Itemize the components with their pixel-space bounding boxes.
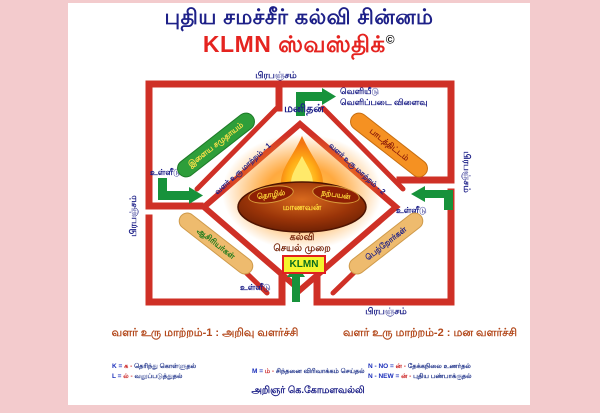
education-label: கல்வி (289, 232, 315, 243)
input-arrow-right (411, 186, 453, 210)
student-label: மாணவன் (282, 202, 322, 212)
legend-l-code: ல் - (123, 373, 133, 380)
legend-item-n-new: N - NEW = ன் - புதிய பண்பாக்குதல் (368, 372, 472, 382)
output-arrow-top (296, 88, 336, 116)
page-subtitle: KLMN ஸ்வஸ்திக்© (68, 31, 530, 61)
universe-label-top: பிரபஞ்சம் (255, 70, 297, 80)
legend-k-desc: தெரிந்து கொள்ளுதல் (134, 363, 197, 370)
input-label-bottom: உள்ளீடு (240, 282, 271, 292)
methodology-label: செயல் முறை (273, 243, 331, 254)
legend-l-letter: L = (112, 373, 122, 380)
author-credit: அறிஞர் கெ.கோமளவல்லி (251, 385, 365, 396)
legend-column-kl: K = க - தெரிந்து கொள்ளுதல் L = ல் - வலுப… (112, 362, 196, 382)
page-title: புதிய சமச்சீர் கல்வி சின்னம் (164, 6, 434, 29)
legend-nnew-letter: N - NEW = (368, 373, 400, 380)
legend-l-desc: வலுப்படுத்துதல் (134, 373, 183, 380)
red-frame-top-right-arm (279, 80, 455, 184)
legend-nno-letter: N - NO = (368, 363, 394, 370)
input-label-left: உள்ளீடு (150, 167, 181, 177)
legend-column-n: N - NO = ன் - தேக்கநிலை உணர்தல் N - NEW … (368, 362, 472, 382)
legend-item-k: K = க - தெரிந்து கொள்ளுதல் (112, 362, 196, 372)
diagonal-top-right (320, 105, 406, 192)
legend-k-letter: K = (112, 363, 123, 370)
legend-m-desc: சிந்தனை விரிவாக்கம் செய்தல் (275, 368, 365, 375)
legend-m-letter: M = (252, 368, 264, 375)
legend-k-code: க - (124, 363, 133, 370)
legend-nno-code: ன் - (395, 363, 406, 370)
universe-label-bottom: பிரபஞ்சம் (365, 306, 407, 316)
human-label: மனிதன் (284, 103, 324, 115)
legend-item-n-no: N - NO = ன் - தேக்கநிலை உணர்தல் (368, 362, 472, 372)
legend-item-l: L = ல் - வலுப்படுத்துதல் (112, 372, 196, 382)
output-label-line1: வெளியீடு (340, 86, 380, 96)
caption-transformation-1: வளர் உரு மாற்றம்-1 : அறிவு வளர்ச்சி (111, 327, 299, 339)
universe-label-left: பிரபஞ்சம் (128, 195, 138, 237)
input-label-right: உள்ளீடு (396, 205, 427, 215)
legend-item-m: M = ம் - சிந்தனை விரிவாக்கம் செய்தல் (252, 367, 365, 377)
red-frame-top-left-arm (145, 80, 283, 210)
caption-transformation-2: வளர் உரு மாற்றம்-2 : மன வளர்ச்சி (343, 327, 517, 339)
red-frame-bottom-left-arm (145, 214, 286, 306)
legend-nnew-code: ன் - (401, 373, 412, 380)
copyright-mark: © (385, 32, 396, 47)
red-frame-bottom-right-arm (313, 188, 455, 306)
universe-label-right: பிரபஞ்சம் (462, 151, 472, 193)
subtitle-text: KLMN ஸ்வஸ்திக் (202, 31, 386, 57)
legend-nno-desc: தேக்கநிலை உணர்தல் (407, 363, 471, 370)
input-arrow-left (158, 178, 203, 204)
legend-column-m: M = ம் - சிந்தனை விரிவாக்கம் செய்தல் (252, 367, 365, 377)
legend-nnew-desc: புதிய பண்பாக்குதல் (413, 373, 472, 380)
legend-m-code: ம் - (264, 368, 275, 375)
klmn-badge: KLMN (282, 255, 326, 274)
output-label-line2: வெளிப்படை விளைவு (340, 97, 428, 107)
diagonal-top-left (194, 105, 280, 192)
